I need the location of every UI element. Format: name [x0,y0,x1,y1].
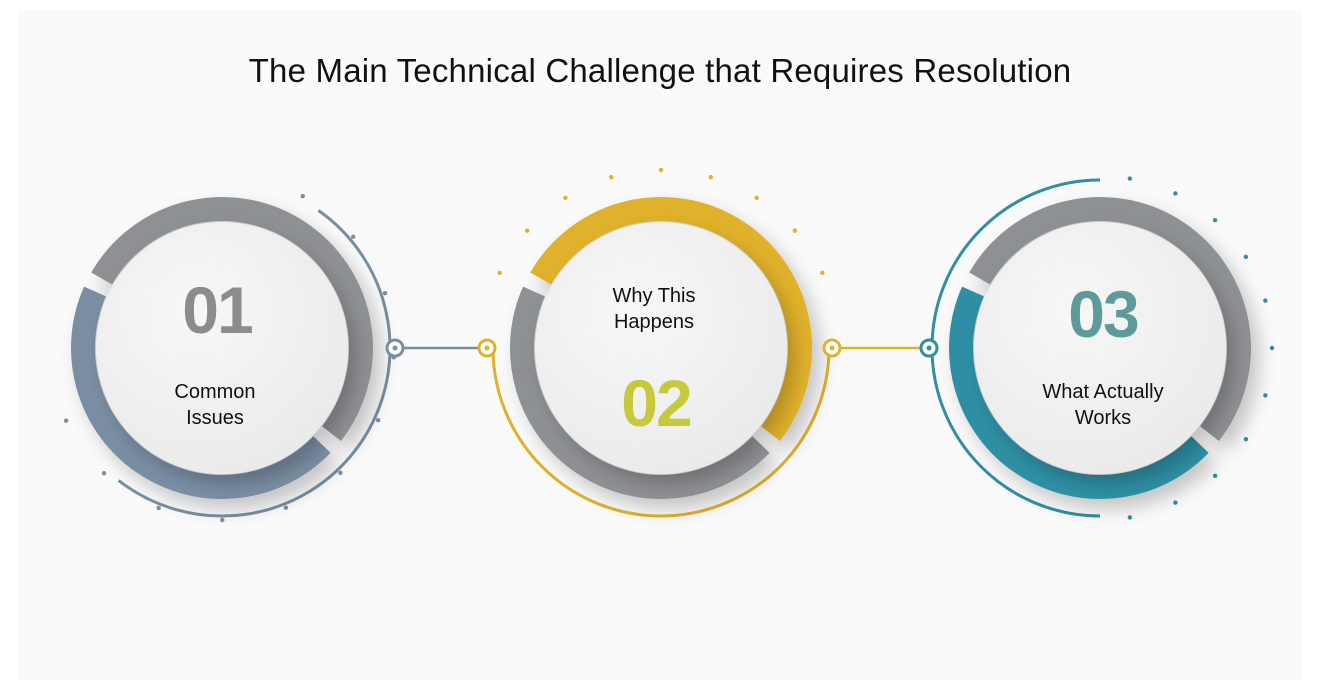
page-title: The Main Technical Challenge that Requir… [248,52,1072,89]
step-3-dot [1269,345,1275,351]
node-step-1-icon-center [392,345,398,351]
step-1-outer-arc [117,209,392,518]
step-1-label-line1: Common [174,381,256,403]
step-3-ring-top [969,196,1251,441]
step-3-ring-bottom [949,286,1209,499]
step-1-ring-bottom [71,286,331,499]
step-2-dot [708,174,714,180]
step-2-dot [563,195,568,201]
step-2-dot [524,228,530,233]
step-3-dot [1127,176,1133,181]
step-2-disc [535,222,787,474]
step-2-dot [608,174,614,180]
step-2-ring-bottom [510,286,770,499]
step-1-number: 01 [182,273,253,347]
step-3-disc [974,222,1226,474]
step-2-dot [792,228,798,233]
step-1-dot [300,193,305,199]
step-2-number: 02 [621,366,692,440]
step-2-label-line1: Why This [612,285,696,307]
step-2-dot [820,270,825,275]
step-1-label: Common Issues [85,379,345,431]
node-step-2-right-icon-center [829,345,835,351]
step-1-dot [350,234,356,239]
step-3-dot [1173,500,1178,505]
step-3-dot [1212,217,1218,223]
step-2-label-line2: Happens [613,311,695,333]
step-1-dot [338,470,343,475]
step-3-label-line1: What Actually [1042,381,1164,403]
step-1-disc [96,222,348,474]
step-3-label: What Actually Works [973,379,1233,431]
step-3-label-line2: Works [1074,407,1132,429]
step-2-dot [754,195,759,201]
step-1-dot [63,418,69,423]
step-1-ring-top [91,197,373,441]
step-1-dot [101,470,107,476]
step-2-ring-top [530,197,812,441]
step-1-dot [375,417,381,423]
step-3-dot [1263,298,1268,303]
step-3-dot [1212,473,1218,479]
step-2-dot [497,270,502,275]
step-2-dot [658,167,664,173]
node-step-3-icon-center [926,345,932,351]
step-3-dot [1243,254,1249,260]
step-2-label: Why This Happens [524,283,784,335]
step-3-dot [1173,191,1178,196]
node-step-2-left-icon-center [484,345,490,351]
step-1-dot [156,505,161,511]
step-1-label-line2: Issues [186,407,244,429]
step-1-dot [283,505,289,510]
step-2-outer-arc [491,347,831,518]
step-1-dot [382,290,388,296]
step-3-dot [1127,515,1133,520]
step-3-dot [1263,393,1268,398]
step-1-dot [220,517,225,523]
step-3-number: 03 [1068,277,1139,351]
step-3-dot [1243,436,1249,442]
